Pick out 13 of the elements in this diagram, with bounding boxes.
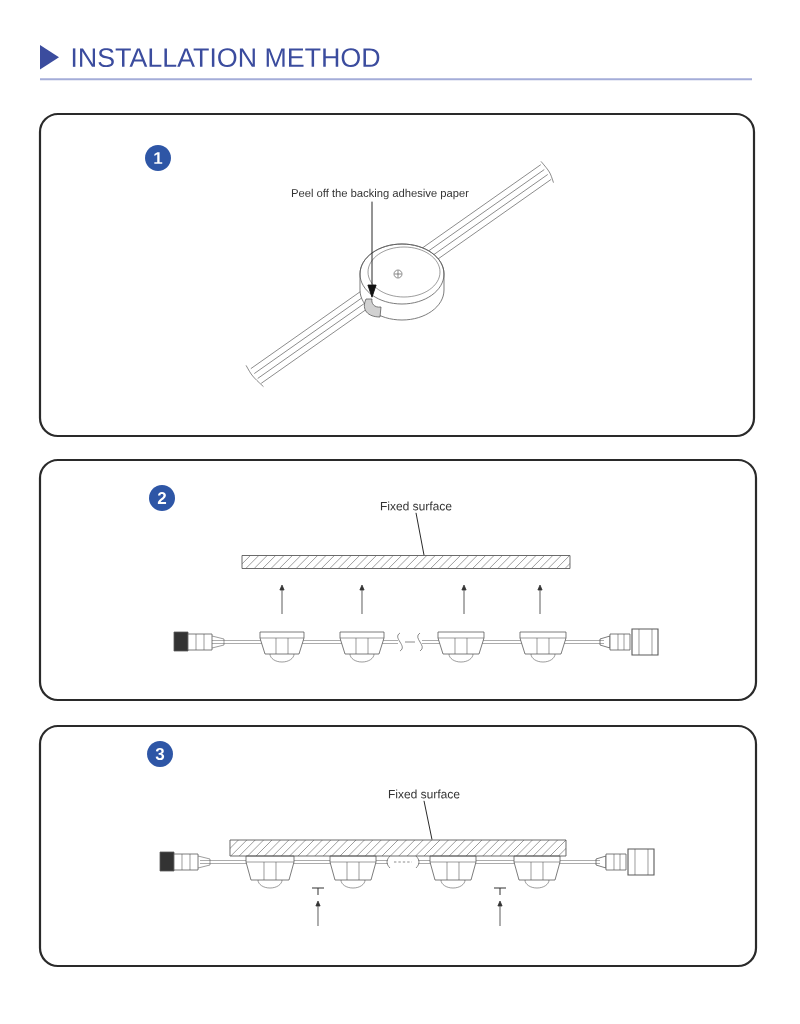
panel [38,112,756,438]
hatched-surface [241,555,571,569]
step-number: 2 [149,485,175,511]
step-number: 3 [147,741,173,767]
leader-line [423,800,433,840]
hatched-surface [229,839,567,857]
panel [38,724,758,968]
heading: INSTALLATION METHOD [72,48,380,68]
leader-line [415,512,425,556]
step-number: 1 [145,145,171,171]
leader-line [367,201,377,298]
backing-paper [364,298,382,318]
panel [38,458,758,702]
